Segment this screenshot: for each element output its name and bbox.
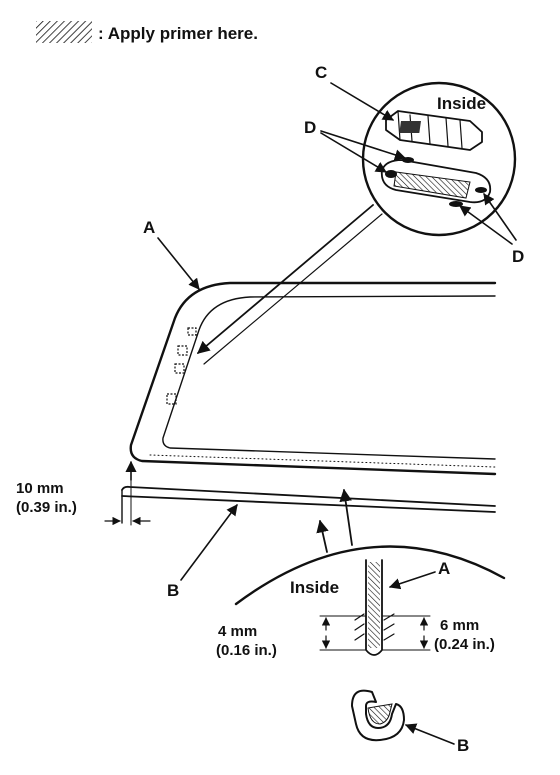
- label-c: C: [315, 63, 327, 82]
- mirror-detail-callout: C Inside D D: [197, 63, 524, 365]
- label-b-molding: B: [167, 504, 238, 600]
- primer-spot: [166, 393, 177, 405]
- legend-text: : Apply primer here.: [98, 24, 258, 43]
- molding-strip: [121, 485, 496, 524]
- right-dimension-mm: 6 mm: [440, 617, 479, 634]
- molding-profile: B: [351, 689, 469, 755]
- primer-spots-on-glass: [166, 327, 197, 405]
- cross-section-callout: Inside A 4 mm (0.16 in.) 6 mm (0.24: [216, 488, 506, 659]
- primer-spot: [174, 363, 185, 374]
- label-inside-bottom: Inside: [290, 578, 339, 597]
- glass-section: [319, 559, 431, 656]
- mirror-mount: [385, 110, 483, 151]
- label-d-left: D: [304, 118, 316, 137]
- label-inside-top: Inside: [437, 94, 486, 113]
- cross-section-arc: [234, 545, 506, 606]
- legend-hatch-swatch: [36, 21, 92, 43]
- svg-text:B: B: [167, 581, 179, 600]
- primer-spot: [177, 345, 188, 356]
- left-dimension-mm: 4 mm: [218, 623, 257, 640]
- adhesive-dot: [385, 170, 397, 178]
- windshield-glass: [129, 281, 497, 476]
- edge-dimension-in: (0.39 in.): [16, 499, 77, 516]
- primer-spot: [187, 327, 197, 336]
- legend: : Apply primer here.: [36, 21, 258, 43]
- label-a-section: A: [438, 559, 450, 578]
- edge-dimension: 10 mm (0.39 in.): [16, 460, 151, 526]
- svg-text:A: A: [143, 218, 155, 237]
- edge-dimension-mm: 10 mm: [16, 480, 64, 497]
- left-dimension-in: (0.16 in.): [216, 642, 277, 659]
- label-a-glass: A: [143, 218, 200, 290]
- label-b-bottom: B: [457, 736, 469, 755]
- label-d-right: D: [512, 247, 524, 266]
- right-dimension-in: (0.24 in.): [434, 636, 495, 653]
- adhesive-dot: [475, 187, 487, 193]
